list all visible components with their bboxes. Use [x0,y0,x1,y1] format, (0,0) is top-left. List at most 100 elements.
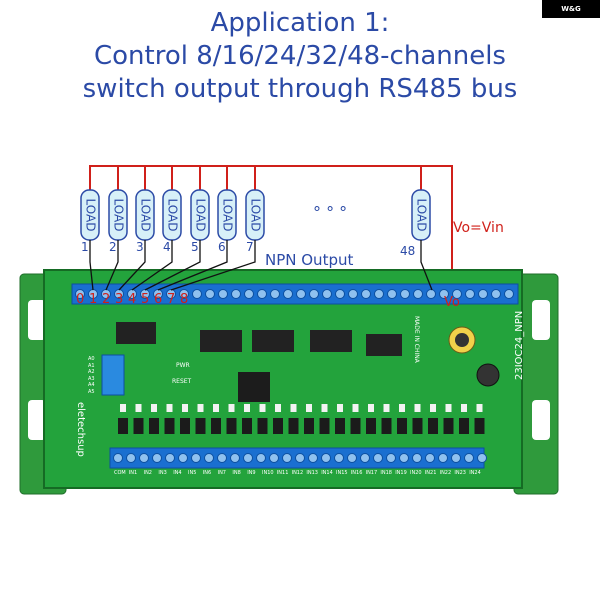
load-output-wire [131,240,173,291]
optocoupler [226,418,237,434]
resistor [352,404,359,412]
load-label: LOAD [249,199,263,232]
load-label: LOAD [139,199,153,232]
resistor [476,404,483,412]
resistor [166,404,173,412]
load-label: LOAD [194,199,208,232]
terminal-screw [360,453,370,463]
terminal-screw [322,289,332,299]
npn-output-label: NPN Output [265,251,354,269]
resistor [290,404,297,412]
terminal-screw [308,453,318,463]
ic-4 [310,330,352,352]
terminal-screw [269,453,279,463]
optocoupler [319,418,330,434]
optocoupler [195,418,206,434]
load-number-3: 3 [136,240,144,254]
terminal-number-1: 1 [89,292,98,307]
terminal-screw [113,453,123,463]
load-output-wire [144,240,201,291]
input-label-IN9: IN9 [247,470,256,476]
resistor [321,404,328,412]
board-model: 23IOC24_NPN [514,310,525,380]
title-line-2: Control 8/16/24/32/48-channels [94,41,506,71]
dip-label-A3: A3 [88,375,95,382]
terminal-screw [335,289,345,299]
terminal-screw [270,289,280,299]
terminal-screw [439,289,449,299]
optocoupler [180,418,190,434]
dip-label-A4: A4 [88,382,95,388]
input-label-IN11: IN11 [276,470,289,476]
ic-1 [116,322,156,344]
terminal-screw [504,289,514,299]
optocoupler [133,418,144,434]
terminal-screw [282,453,292,463]
capacitor-1-core [455,333,469,347]
terminal-screw [413,289,423,299]
load-label: LOAD [112,199,126,232]
terminal-screw [217,453,227,463]
terminal-screw [387,289,397,299]
resistor [120,404,126,412]
terminal-screw [243,453,253,463]
brand-badge: W&G [542,0,600,18]
input-label-IN13: IN13 [306,470,318,476]
terminal-screw [257,289,267,299]
load-48-output-wire [420,240,433,291]
title-line-1: Application 1: [210,8,390,38]
vo-terminal-label: Vo [444,295,460,310]
resistor [135,404,142,412]
optocoupler [257,418,268,434]
load-label: LOAD [221,199,235,232]
terminal-number-7: 7 [167,292,176,307]
resistor [414,404,421,412]
resistor [182,404,188,412]
terminal-number-6: 6 [154,292,163,307]
terminal-screw [477,453,487,463]
optocoupler [474,418,485,434]
input-label-IN1: IN1 [128,470,138,476]
terminal-screw [347,453,357,463]
resistor [430,404,436,412]
optocoupler [304,418,314,434]
ic-2 [200,330,242,352]
terminal-number-4: 4 [128,292,137,307]
input-label-IN6: IN6 [202,470,212,476]
resistor [244,404,250,412]
input-label-IN15: IN15 [336,470,348,476]
terminal-screw [334,453,344,463]
load-number-2: 2 [109,240,117,254]
ellipsis-more-loads: ° ° ° [313,203,348,222]
resistor [228,404,235,412]
resistor [399,404,405,412]
input-label-IN20: IN20 [410,470,422,476]
terminal-screw [283,289,293,299]
terminal-screw [321,453,331,463]
terminal-number-2: 2 [102,292,111,307]
optocoupler [459,418,469,434]
terminal-screw [491,289,501,299]
terminal-screw [426,289,436,299]
resistor [461,404,467,412]
terminal-screw [465,289,475,299]
made-in-label: MADE IN CHINA [413,316,420,363]
optocoupler [164,418,175,434]
terminal-number-3: 3 [115,292,124,307]
load-output-wire [170,240,256,291]
input-label-IN8: IN8 [232,470,241,476]
inductor [476,363,500,387]
optocoupler [428,418,438,434]
terminal-screw [295,453,305,463]
terminal-screw [192,289,202,299]
input-label-IN19: IN19 [395,470,407,476]
optocoupler [288,418,299,434]
load-output-wire [118,240,146,291]
input-label-IN7: IN7 [217,470,226,476]
load-output-wire [105,240,119,291]
input-label-IN16: IN16 [350,470,363,476]
input-label-IN14: IN14 [321,470,333,476]
terminal-screw [204,453,214,463]
optocoupler [118,418,128,434]
